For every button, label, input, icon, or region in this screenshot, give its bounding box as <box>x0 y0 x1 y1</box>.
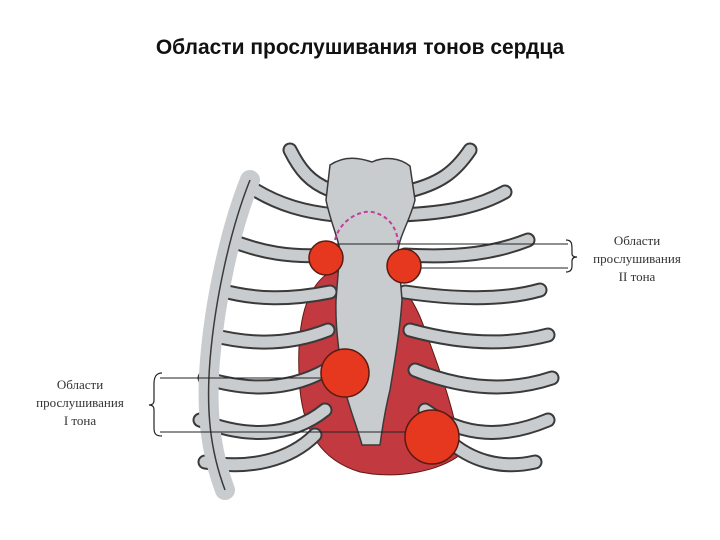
auscultation-point-mitral <box>404 409 460 465</box>
sternal-notch <box>334 210 399 246</box>
bracket-ii <box>565 239 578 273</box>
callout-second-tone-line1: Области <box>613 233 661 248</box>
auscultation-points <box>308 240 460 465</box>
callout-second-tone-line2: прослушивания <box>593 251 681 266</box>
callout-first-tone-line2: прослушивания <box>36 395 124 410</box>
auscultation-point-pulmonary <box>386 248 422 284</box>
callout-second-tone-line3: II тона <box>618 269 656 284</box>
callout-first-tone: Области прослушивания I тона <box>10 376 150 430</box>
callout-first-tone-line3: I тона <box>63 413 97 428</box>
auscultation-point-aortic <box>308 240 344 276</box>
callout-second-tone: Области прослушивания II тона <box>582 232 692 286</box>
bracket-i <box>148 372 163 437</box>
auscultation-point-tricuspid <box>320 348 370 398</box>
page-title: Области прослушивания тонов сердца <box>155 36 565 59</box>
callout-lines <box>160 243 568 433</box>
callout-first-tone-line1: Области <box>56 377 104 392</box>
